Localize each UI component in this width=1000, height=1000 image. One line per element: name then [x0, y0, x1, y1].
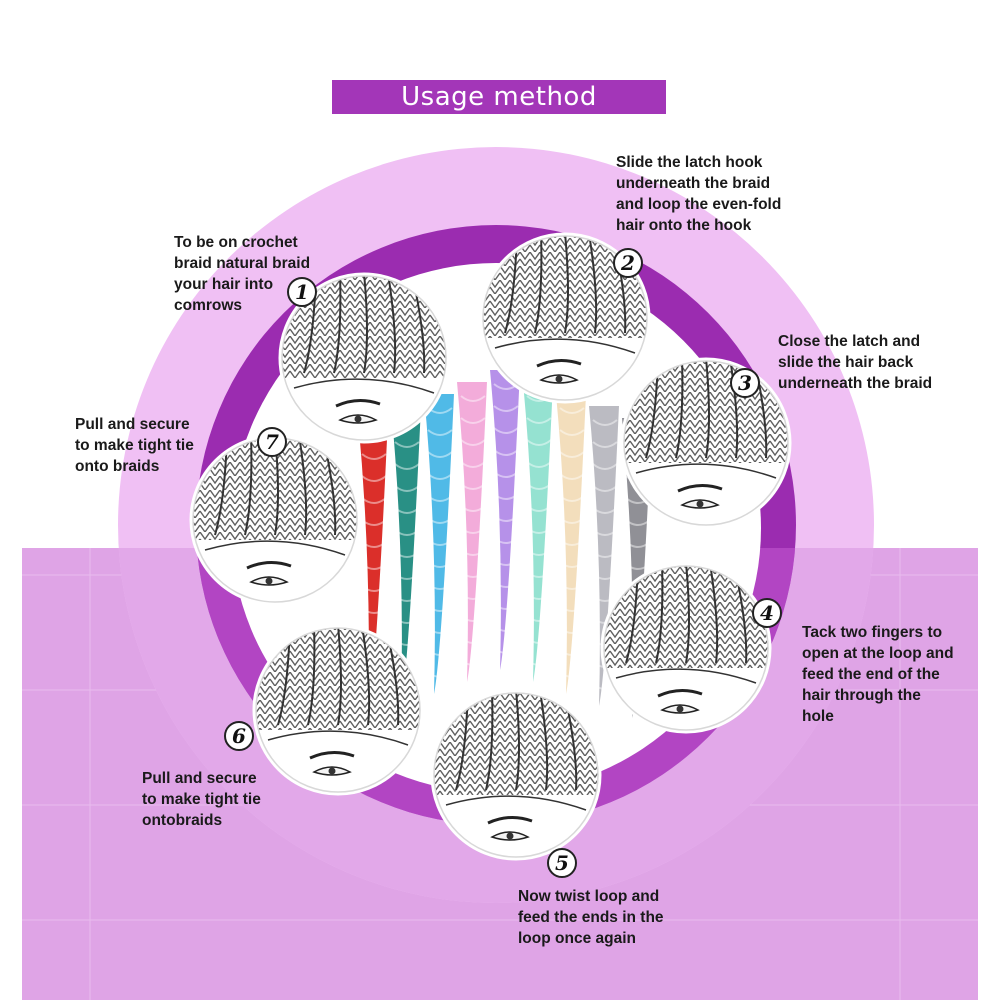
braid-strand [424, 394, 454, 694]
twist-loop-illustration [430, 689, 602, 861]
page-title: Usage method [332, 80, 666, 114]
braid-strand [556, 394, 586, 694]
cornrow-braids-illustration [278, 272, 450, 444]
step-6-number: 6 [224, 721, 254, 751]
step-1-number: 1 [287, 277, 317, 307]
feed-hair-illustration [600, 562, 772, 734]
braid-strand [523, 382, 553, 682]
step-4-number: 4 [752, 598, 782, 628]
step-5-text: Now twist loop and feed the ends in the … [518, 888, 664, 947]
tight-tie-illustration [189, 434, 361, 606]
step-7-text: Pull and secure to make tight tie onto b… [75, 416, 194, 475]
step-5-number: 5 [547, 848, 577, 878]
step-3-text: Close the latch and slide the hair back … [778, 333, 933, 392]
step-2-number: 2 [613, 248, 643, 278]
step-1-text: To be on crochet braid natural braid you… [174, 234, 311, 314]
braid-strand [490, 370, 520, 670]
step-7-number: 7 [257, 427, 287, 457]
step-4-text: Tack two fingers to open at the loop and… [802, 624, 954, 725]
step-6-text: Pull and secure to make tight tie ontobr… [142, 770, 261, 829]
braid-strand [457, 382, 487, 682]
close-latch-illustration [620, 357, 792, 529]
step-2-text: Slide the latch hook underneath the brai… [616, 154, 782, 234]
step-3-number: 3 [730, 368, 760, 398]
